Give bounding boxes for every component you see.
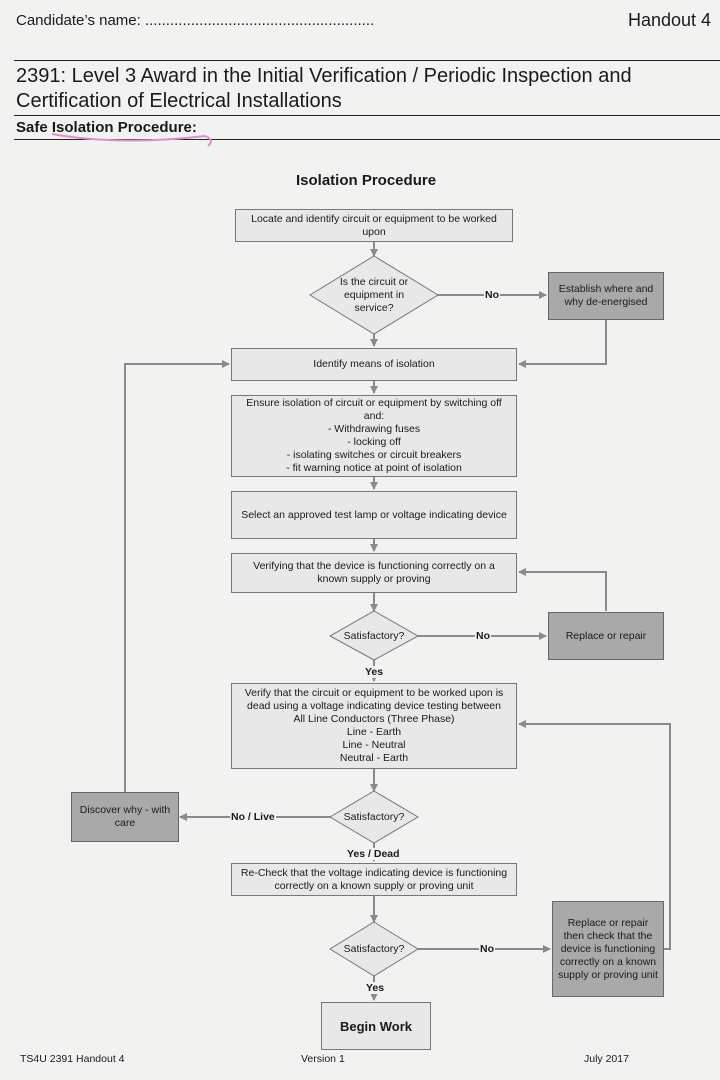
ensure-line-1: Ensure isolation of circuit or equipment… bbox=[246, 397, 502, 422]
verify-dead-line-2: All Line Conductors (Three Phase) bbox=[293, 713, 455, 725]
step-select-tester: Select an approved test lamp or voltage … bbox=[231, 491, 517, 539]
footer-date: July 2017 bbox=[584, 1053, 629, 1065]
ensure-line-2: - Withdrawing fuses bbox=[327, 423, 421, 435]
step-identify-isolation: Identify means of isolation bbox=[231, 348, 517, 381]
step-recheck-device: Re-Check that the voltage indicating dev… bbox=[231, 863, 517, 896]
step-replace-and-check: Replace or repair then check that the de… bbox=[552, 901, 664, 997]
label-no-2: No bbox=[475, 630, 491, 642]
label-no-1: No bbox=[484, 289, 500, 301]
verify-dead-line-1: Verify that the circuit or equipment to … bbox=[244, 687, 504, 712]
header-rule bbox=[14, 60, 720, 61]
label-yes-2: Yes bbox=[365, 982, 386, 994]
step-replace-repair: Replace or repair bbox=[548, 612, 664, 660]
candidate-name-label: Candidate’s name: ......................… bbox=[16, 12, 375, 29]
decision-in-service-text: Is the circuit or equipment in service? bbox=[339, 275, 409, 314]
step-locate: Locate and identify circuit or equipment… bbox=[235, 209, 513, 242]
decision-satisfactory-3 bbox=[329, 921, 419, 977]
step-verify-device: Verifying that the device is functioning… bbox=[231, 553, 517, 593]
step-verify-dead: Verify that the circuit or equipment to … bbox=[231, 683, 517, 769]
handout-label: Handout 4 bbox=[628, 10, 712, 30]
footer-version: Version 1 bbox=[301, 1053, 345, 1065]
document-title: 2391: Level 3 Award in the Initial Verif… bbox=[16, 65, 632, 112]
flowchart-title: Isolation Procedure bbox=[296, 172, 437, 189]
subtitle-rule bbox=[14, 139, 720, 140]
ensure-line-5: - fit warning notice at point of isolati… bbox=[286, 462, 462, 474]
step-establish: Establish where and why de-energised bbox=[548, 272, 664, 320]
satisfactory-3-text: Satisfactory? bbox=[343, 942, 405, 955]
satisfactory-1-text: Satisfactory? bbox=[343, 629, 405, 642]
step-discover-why: Discover why - with care bbox=[71, 792, 179, 842]
label-yes-dead: Yes / Dead bbox=[346, 848, 401, 860]
satisfactory-2-text: Satisfactory? bbox=[343, 810, 405, 823]
decision-satisfactory-1 bbox=[328, 610, 420, 661]
verify-dead-line-4: Line - Neutral bbox=[342, 739, 406, 751]
decision-satisfactory-2 bbox=[329, 790, 419, 844]
title-rule bbox=[14, 115, 720, 116]
label-no-3: No bbox=[479, 943, 495, 955]
step-begin-work: Begin Work bbox=[321, 1002, 431, 1050]
highlight-mark bbox=[51, 133, 212, 147]
verify-dead-line-3: Line - Earth bbox=[346, 726, 402, 738]
ensure-line-3: - locking off bbox=[347, 436, 401, 448]
decision-in-service bbox=[309, 255, 439, 335]
section-subtitle: Safe Isolation Procedure: bbox=[16, 119, 197, 136]
footer-left: TS4U 2391 Handout 4 bbox=[20, 1053, 125, 1065]
ensure-line-4: - isolating switches or circuit breakers bbox=[286, 449, 462, 461]
label-yes-1: Yes bbox=[364, 666, 385, 678]
step-ensure-isolation: Ensure isolation of circuit or equipment… bbox=[231, 395, 517, 477]
label-no-live: No / Live bbox=[230, 811, 276, 823]
verify-dead-line-5: Neutral - Earth bbox=[339, 752, 409, 764]
